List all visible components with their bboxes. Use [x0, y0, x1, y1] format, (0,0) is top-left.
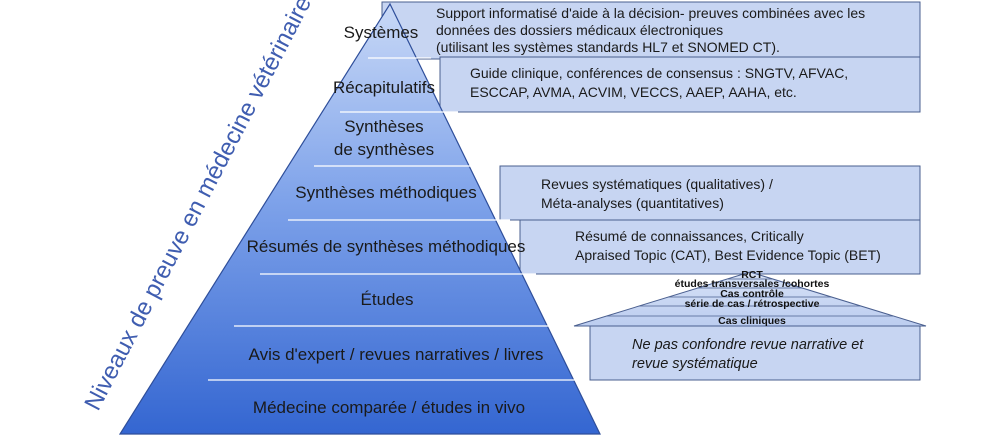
box-syntheses-methodiques-line1: Revues systématiques (qualitatives) /: [541, 176, 773, 192]
box-syntheses-methodiques-line2: Méta-analyses (quantitatives): [541, 195, 724, 211]
level-systemes: Systèmes: [344, 23, 419, 42]
box-recapitulatifs-line1: Guide clinique, conférences de consensus…: [470, 65, 848, 81]
level-syntheses-de-syntheses-line2: de synthèses: [334, 140, 434, 159]
mini-pyramid: RCT études transversales /cohortes Cas c…: [573, 269, 927, 327]
main-pyramid: [118, 2, 601, 435]
box-note: [589, 325, 921, 381]
level-avis-expert: Avis d'expert / revues narratives / livr…: [249, 345, 544, 364]
mini-serie-de-cas: série de cas / rétrospective: [685, 298, 820, 310]
box-recapitulatifs-line2: ESCCAP, AVMA, ACVIM, VECCS, AAEP, AAHA, …: [470, 84, 797, 100]
level-etudes: Études: [361, 290, 414, 309]
level-recapitulatifs: Récapitulatifs: [333, 78, 435, 97]
mini-rct: RCT: [741, 269, 763, 281]
mini-cas-controle: Cas contrôle: [720, 288, 784, 300]
box-resumes: [519, 219, 921, 275]
mini-cas-cliniques: Cas cliniques: [718, 315, 786, 327]
box-systemes-line2: données des dossiers médicaux électroniq…: [436, 22, 723, 38]
box-systemes-line3: (utilisant les systèmes standards HL7 et…: [436, 39, 780, 55]
box-resumes-line1: Résumé de connaissances, Critically: [575, 228, 804, 244]
level-syntheses-de-syntheses-line1: Synthèses: [344, 117, 423, 136]
box-recapitulatifs: [439, 56, 921, 113]
level-syntheses-methodiques: Synthèses méthodiques: [295, 183, 476, 202]
box-syntheses-methodiques: [499, 165, 921, 221]
box-resumes-line2: Apraised Topic (CAT), Best Evidence Topi…: [575, 247, 881, 263]
note-line1: Ne pas confondre revue narrative et: [632, 337, 864, 353]
level-resumes-de-syntheses: Résumés de synthèses méthodiques: [247, 237, 526, 256]
mini-etudes-transversales: études transversales /cohortes: [675, 278, 830, 290]
box-systemes-line1: Support informatisé d'aide à la décision…: [436, 5, 865, 21]
box-systemes: [381, 1, 921, 60]
level-medecine-comparee: Médecine comparée / études in vivo: [253, 398, 525, 417]
note-line2: revue systématique: [632, 356, 758, 372]
